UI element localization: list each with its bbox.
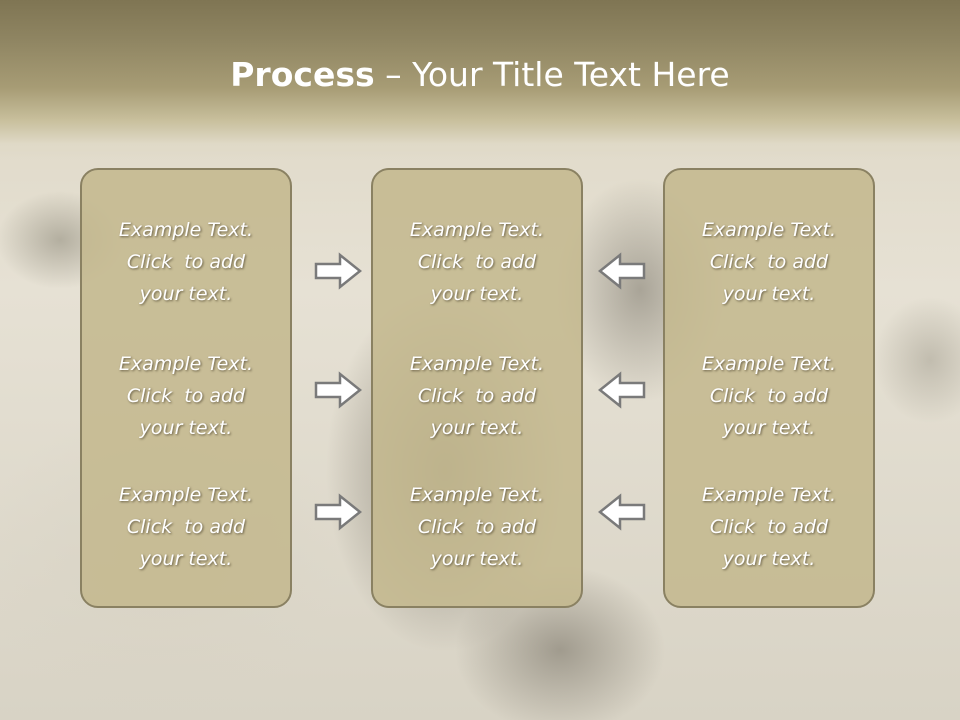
text-line: Example Text.	[701, 219, 837, 241]
panel-text-block[interactable]: Example Text. Click to add your text.	[373, 348, 581, 444]
text-line: Click to add	[709, 385, 829, 407]
text-line: Click to add	[417, 385, 537, 407]
process-panel-center[interactable]: Example Text. Click to add your text. Ex…	[371, 168, 583, 608]
panel-text-block[interactable]: Example Text. Click to add your text.	[82, 214, 290, 310]
slide-title[interactable]: Process – Your Title Text Here	[0, 52, 960, 98]
arrow-right-icon[interactable]	[314, 492, 362, 532]
text-line: your text.	[139, 417, 233, 439]
text-line: Click to add	[126, 251, 246, 273]
panel-text-block[interactable]: Example Text. Click to add your text.	[665, 348, 873, 444]
arrow-left-icon[interactable]	[598, 251, 646, 291]
text-line: Click to add	[417, 516, 537, 538]
text-line: Example Text.	[118, 484, 254, 506]
text-line: Example Text.	[409, 353, 545, 375]
text-line: Click to add	[417, 251, 537, 273]
text-line: your text.	[722, 548, 816, 570]
title-band	[0, 0, 960, 160]
text-line: Click to add	[126, 516, 246, 538]
panel-text-block[interactable]: Example Text. Click to add your text.	[373, 214, 581, 310]
panel-text-block[interactable]: Example Text. Click to add your text.	[82, 348, 290, 444]
arrow-left-icon[interactable]	[598, 370, 646, 410]
title-rest: – Your Title Text Here	[374, 55, 730, 94]
text-line: Example Text.	[118, 219, 254, 241]
arrow-right-icon[interactable]	[314, 370, 362, 410]
text-line: Example Text.	[118, 353, 254, 375]
text-line: Example Text.	[701, 353, 837, 375]
panel-text-block[interactable]: Example Text. Click to add your text.	[82, 479, 290, 575]
text-line: your text.	[430, 548, 524, 570]
arrow-right-icon[interactable]	[314, 251, 362, 291]
text-line: your text.	[139, 548, 233, 570]
arrow-left-icon[interactable]	[598, 492, 646, 532]
panel-text-block[interactable]: Example Text. Click to add your text.	[665, 214, 873, 310]
text-line: your text.	[430, 283, 524, 305]
panel-text-block[interactable]: Example Text. Click to add your text.	[373, 479, 581, 575]
text-line: your text.	[139, 283, 233, 305]
text-line: Click to add	[709, 251, 829, 273]
title-bold: Process	[230, 55, 375, 94]
text-line: Example Text.	[409, 219, 545, 241]
text-line: your text.	[722, 417, 816, 439]
text-line: your text.	[430, 417, 524, 439]
text-line: Click to add	[709, 516, 829, 538]
text-line: Example Text.	[701, 484, 837, 506]
process-panel-left[interactable]: Example Text. Click to add your text. Ex…	[80, 168, 292, 608]
panel-text-block[interactable]: Example Text. Click to add your text.	[665, 479, 873, 575]
text-line: Example Text.	[409, 484, 545, 506]
process-panel-right[interactable]: Example Text. Click to add your text. Ex…	[663, 168, 875, 608]
text-line: Click to add	[126, 385, 246, 407]
text-line: your text.	[722, 283, 816, 305]
